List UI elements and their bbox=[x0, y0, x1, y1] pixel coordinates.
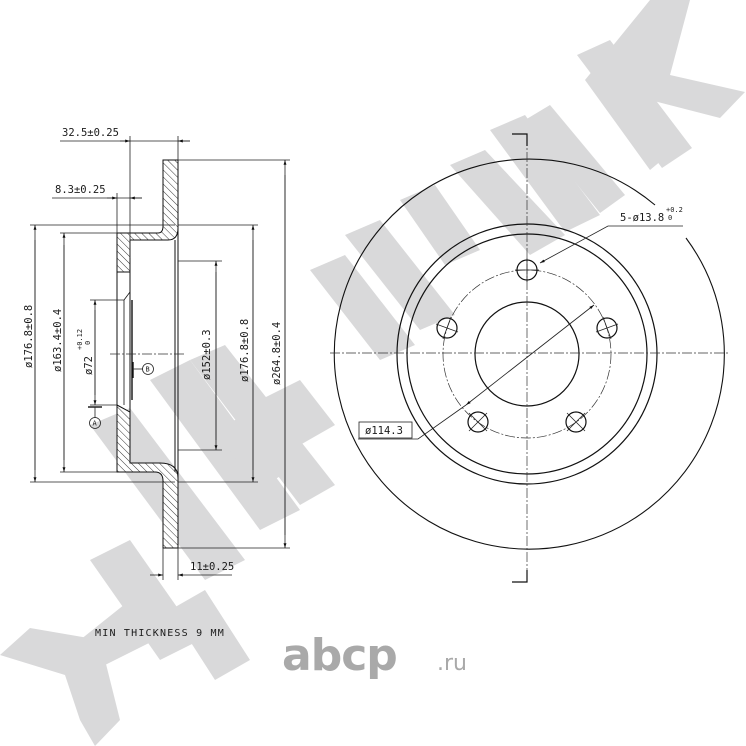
section-view bbox=[110, 159, 185, 549]
dim-dia-outer-left: ø176.8±0.8 bbox=[23, 305, 35, 368]
datum-b-label: B bbox=[146, 366, 150, 374]
section-dimensions: 32.5±0.25 8.3±0.25 ø176.8±0.8 ø163.4±0.4… bbox=[23, 127, 290, 580]
dim-dia-disc: ø264.8±0.4 bbox=[271, 322, 283, 385]
dim-bore: ø72 bbox=[83, 356, 95, 375]
section-upper bbox=[116, 159, 179, 273]
dim-bore-tol-lower: 0 bbox=[84, 341, 92, 345]
bolt-hole bbox=[565, 411, 587, 433]
bolt-holes bbox=[435, 258, 619, 433]
dim-offset: 32.5±0.25 bbox=[62, 127, 119, 139]
datum-a-label: A bbox=[93, 420, 98, 428]
datum-a-marker bbox=[89, 417, 101, 429]
site-logo-main: abcp bbox=[282, 630, 397, 681]
section-marker-top bbox=[512, 133, 528, 146]
bolt-hole bbox=[436, 317, 458, 339]
dim-bolt-holes: 5-ø13.8 bbox=[620, 212, 664, 224]
site-logo: abcp .ru bbox=[282, 630, 467, 681]
dim-disc-thickness: 11±0.25 bbox=[190, 561, 234, 573]
bolt-hole bbox=[467, 411, 489, 433]
bolt-circle-box bbox=[358, 421, 413, 439]
bolt-hole bbox=[596, 317, 618, 339]
dim-bolt-circle: ø114.3 bbox=[365, 425, 403, 437]
dim-dia-hat: ø163.4±0.4 bbox=[52, 309, 64, 372]
min-thickness-note: MIN THICKNESS 9 MM bbox=[95, 628, 225, 639]
dim-bolt-holes-tol-lower: 0 bbox=[668, 214, 672, 222]
dim-dia-152: ø152±0.3 bbox=[201, 329, 213, 380]
dim-dia-outer-right: ø176.8±0.8 bbox=[239, 319, 251, 382]
section-marker-bottom bbox=[512, 570, 528, 583]
dim-hub-thickness: 8.3±0.25 bbox=[55, 184, 106, 196]
datum-b-marker bbox=[142, 363, 154, 375]
dim-bore-tol-upper: +0.12 bbox=[76, 329, 84, 350]
site-logo-suffix: .ru bbox=[437, 651, 467, 676]
front-view: ø114.3 5-ø13.8 +0.2 0 bbox=[330, 133, 728, 583]
dim-bolt-holes-tol-upper: +0.2 bbox=[666, 206, 683, 214]
